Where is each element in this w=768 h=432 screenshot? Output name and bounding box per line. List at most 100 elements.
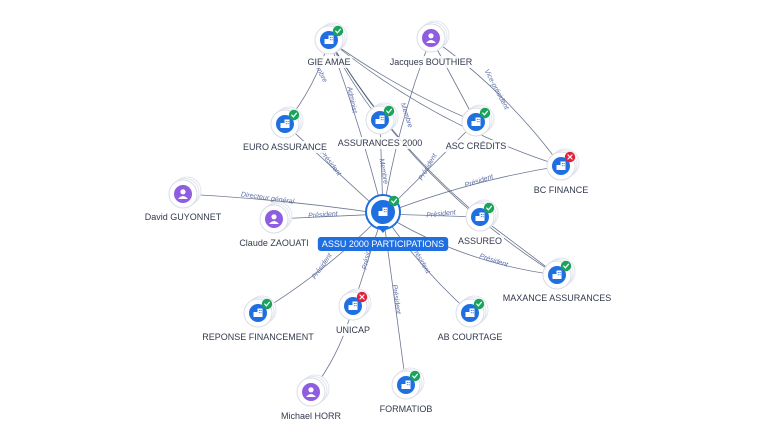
node-layer: GIE AMAE Jacques BOUTHIER EURO ASSURANCE AS…	[142, 20, 614, 422]
node-label-bg	[435, 331, 505, 343]
closed-cross-icon	[356, 291, 368, 303]
node-label: Jacques BOUTHIER	[390, 57, 473, 67]
node-label-bg	[278, 410, 344, 422]
relation-edge	[328, 39, 562, 167]
active-check-icon	[483, 202, 495, 214]
building-icon	[375, 115, 385, 124]
graph-node-unicap[interactable]: UNICAP	[333, 288, 373, 336]
edge-label: Vice-président	[482, 68, 510, 112]
node-label-bg	[443, 140, 509, 152]
node-label: Michael HORR	[281, 411, 342, 421]
active-check-icon	[383, 105, 395, 117]
node-label-bg	[387, 56, 475, 68]
relation-edge	[328, 39, 477, 123]
edge-label: Membre	[399, 102, 414, 129]
active-check-icon	[473, 298, 485, 310]
graph-node-assurances2000[interactable]: ASSURANCES 2000	[335, 102, 425, 149]
edge-label: Administ	[345, 85, 358, 115]
graph-node-bouthier[interactable]: Jacques BOUTHIER	[387, 20, 475, 68]
node-label: ASSURANCES 2000	[338, 138, 423, 148]
building-icon	[465, 308, 475, 317]
graph-node-bc-finance[interactable]: BC FINANCE	[531, 148, 591, 196]
edge-label: Président	[308, 211, 339, 220]
graph-node-gie-amae[interactable]: GIE AMAE	[305, 22, 353, 68]
relation-edge	[182, 193, 384, 215]
node-label-bg	[333, 324, 373, 336]
graph-node-horr[interactable]: Michael HORR	[278, 374, 344, 422]
active-check-icon	[560, 260, 572, 272]
node-label: REPONSE FINANCEMENT	[202, 332, 314, 342]
graph-node-guyonnet[interactable]: David GUYONNET	[142, 176, 224, 223]
edge-label: Président	[390, 284, 401, 315]
building-icon	[401, 380, 411, 389]
building-icon	[253, 308, 263, 317]
node-label-bg	[377, 403, 435, 415]
node-label-bg	[200, 331, 317, 343]
node-label: BC FINANCE	[534, 185, 589, 195]
building-icon	[471, 117, 481, 126]
person-icon	[178, 189, 188, 199]
active-check-icon	[388, 195, 400, 207]
building-icon	[324, 35, 334, 44]
node-label-bg	[305, 56, 353, 68]
node-label: FORMATIOB	[380, 404, 433, 414]
node-label-bg	[237, 237, 311, 249]
node-label: ASC CRÉDITS	[446, 141, 507, 151]
relation-edge	[382, 165, 562, 215]
node-label-bg	[455, 235, 505, 247]
closed-cross-icon	[564, 151, 576, 163]
node-label: UNICAP	[336, 325, 370, 335]
building-icon	[378, 207, 388, 216]
active-check-icon	[288, 109, 300, 121]
graph-node-ab-courtage[interactable]: AB COURTAGE	[435, 295, 505, 343]
edge-label: Président	[318, 150, 342, 178]
relation-edge	[328, 39, 558, 276]
person-icon	[269, 214, 279, 224]
building-icon	[475, 212, 485, 221]
node-label: GIE AMAE	[307, 57, 350, 67]
node-label: EURO ASSURANCE	[243, 142, 327, 152]
center-pin	[377, 226, 389, 233]
edge-label: Directeur général	[240, 191, 295, 205]
graph-node-assureo[interactable]: ASSUREO	[455, 199, 505, 247]
active-check-icon	[332, 25, 344, 37]
node-label: David GUYONNET	[145, 212, 222, 222]
node-label: Claude ZAOUATI	[239, 238, 308, 248]
edge-label: Membre	[377, 158, 388, 185]
center-label-bg	[317, 237, 449, 251]
building-icon	[348, 301, 358, 310]
person-icon	[306, 387, 316, 397]
relation-edge	[382, 213, 558, 276]
node-label-bg	[531, 184, 591, 196]
graph-node-euro-assurance[interactable]: EURO ASSURANCE	[240, 106, 330, 153]
person-icon	[426, 33, 436, 43]
graph-node-asc-credits[interactable]: ASC CRÉDITS	[443, 104, 509, 152]
building-icon	[280, 119, 290, 128]
active-check-icon	[261, 298, 273, 310]
edge-label: Président	[311, 252, 334, 281]
node-label-bg	[335, 137, 425, 149]
node-label-bg	[240, 141, 330, 153]
edge-label: Président	[478, 253, 509, 269]
center-label: ASSU 2000 PARTICIPATIONS	[322, 239, 444, 249]
edge-label: Président	[464, 173, 495, 189]
building-icon	[556, 161, 566, 170]
relation-edge	[430, 37, 562, 167]
node-label-bg	[142, 211, 224, 223]
active-check-icon	[479, 107, 491, 119]
edge-label: Président	[426, 209, 457, 219]
building-icon	[552, 270, 562, 279]
graph-node-reponse-fin[interactable]: REPONSE FINANCEMENT	[200, 295, 317, 343]
node-label-bg	[500, 292, 614, 304]
node-label: AB COURTAGE	[438, 332, 503, 342]
active-check-icon	[409, 370, 421, 382]
graph-node-zaouati[interactable]: Claude ZAOUATI	[237, 201, 311, 249]
graph-node-maxance[interactable]: MAXANCE ASSURANCES	[500, 257, 614, 304]
graph-node-formatiob[interactable]: FORMATIOB	[377, 367, 435, 415]
relation-edge	[382, 213, 407, 386]
node-label: MAXANCE ASSURANCES	[503, 293, 612, 303]
center-node[interactable]: ASSU 2000 PARTICIPATIONS	[317, 194, 449, 251]
node-label: ASSUREO	[458, 236, 502, 246]
